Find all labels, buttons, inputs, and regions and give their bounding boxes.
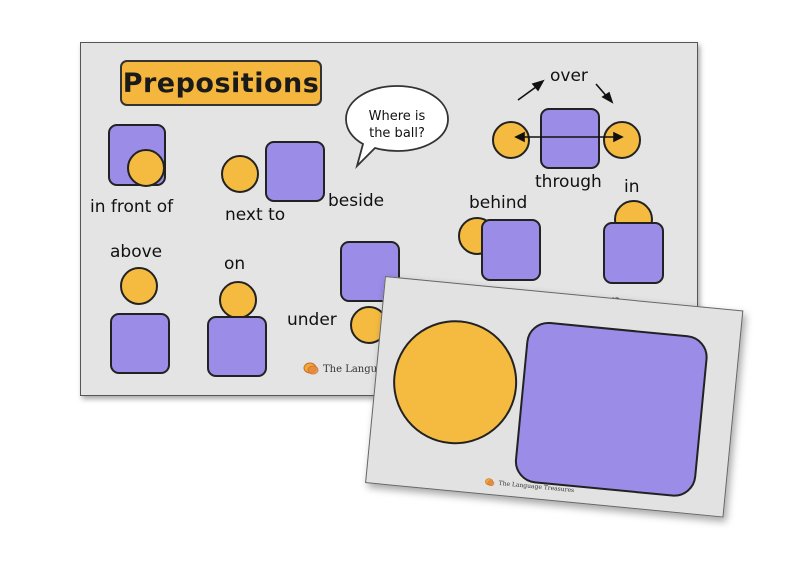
brand-name: The Languag [323,363,390,375]
label-behind: behind [469,193,528,213]
purple-square-through [540,108,600,169]
purple-square-above [110,313,170,374]
speech-bubble [345,85,449,169]
purple-square-behind [481,219,541,281]
card-speech-logo-icon [485,478,495,487]
orange-ball-above [120,267,158,305]
ball-and-box-card: The Language Treasures [365,276,744,518]
through-arrow-right-head [613,131,624,143]
label-in-front-of: in front of [90,197,174,217]
brand-logo: The Languag [303,362,389,376]
label-under: under [287,310,337,330]
label-on: on [224,254,246,274]
over-arrow-left-head [531,79,545,92]
orange-ball-left-through [492,121,530,159]
card-brand-logo: The Language Treasures [484,478,574,496]
purple-square-in [603,222,664,284]
bubble-line-2: the ball? [369,126,425,141]
speech-bubble-text: Where is the ball? [343,108,451,142]
label-next-to: next to [225,205,286,225]
over-arrow-right-head [601,91,614,104]
purple-square-next-to [265,141,325,202]
poster-title: Prepositions [120,60,322,106]
label-in: in [624,177,640,197]
purple-square-on [207,316,267,377]
label-through: through [535,172,602,192]
through-arrow-left-head [514,131,525,143]
orange-ball-in-front-of [127,149,165,187]
orange-ball-on [219,281,257,319]
orange-ball-right-through [603,121,641,159]
bubble-line-1: Where is [368,109,426,124]
large-purple-square [512,319,710,499]
orange-ball-next-to [221,155,259,193]
label-beside: beside [328,191,385,211]
label-above: above [110,242,163,262]
label-over: over [550,66,588,86]
speech-logo-icon [303,362,319,375]
large-orange-ball [387,314,523,450]
